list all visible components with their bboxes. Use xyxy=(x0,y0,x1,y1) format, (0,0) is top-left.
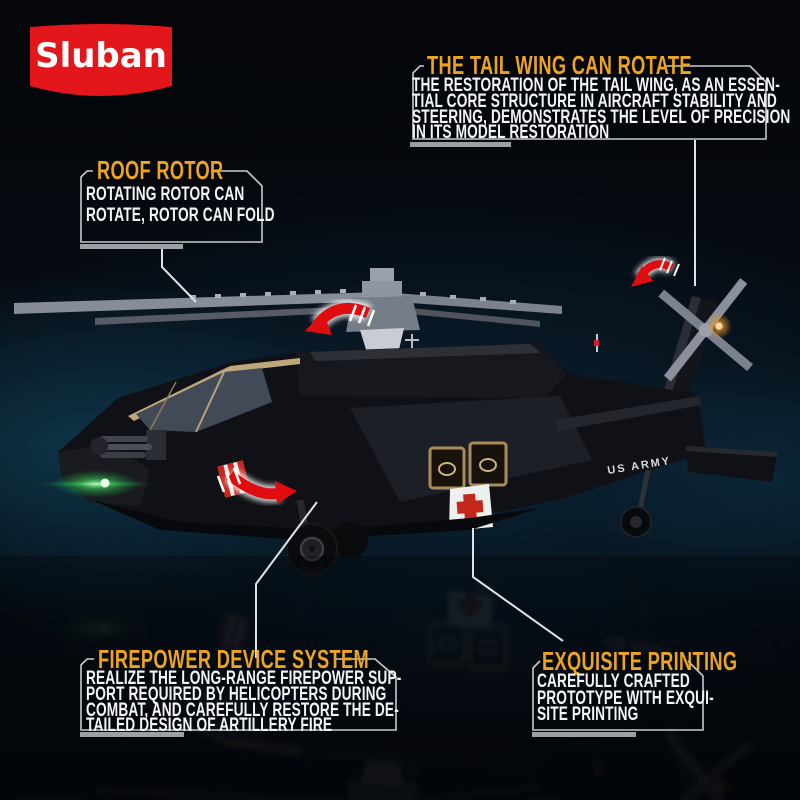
brand-logo-text: Sluban xyxy=(35,36,167,76)
callout-leader-lines xyxy=(161,140,696,658)
helicopter-model: US ARMY xyxy=(14,268,778,575)
gatling-gun xyxy=(90,430,166,460)
callout-exquisite-body: CAREFULLY CRAFTED PROTOTYPE WITH EXQUI- … xyxy=(537,671,714,725)
callout-tail-wing-body: THE RESTORATION OF THE TAIL WING, AS AN … xyxy=(412,75,791,144)
roof-rotor-frame xyxy=(80,170,263,243)
green-light xyxy=(36,470,156,498)
landing-gear xyxy=(286,469,652,575)
exquisite-leader-line xyxy=(472,528,564,642)
body-line: CAREFULLY CRAFTED xyxy=(537,671,690,692)
ground-fade xyxy=(0,556,800,800)
callout-firepower-body: REALIZE THE LONG-RANGE FIREPOWER SUP- PO… xyxy=(86,668,402,737)
main-rotor xyxy=(14,268,562,356)
body-line: THE RESTORATION OF THE TAIL WING, AS AN … xyxy=(412,75,780,96)
callout-frames xyxy=(80,65,767,731)
body-line: ROTATE, ROTOR CAN FOLD xyxy=(86,204,275,226)
body-line: STEERING, DEMONSTRATES THE LEVEL OF PREC… xyxy=(412,106,791,128)
tail-wing-frame xyxy=(412,65,767,140)
body-line: ROTATING ROTOR CAN xyxy=(86,184,245,205)
body-line: COMBAT, AND CAREFULLY RESTORE THE DE- xyxy=(86,699,399,721)
callout-underline-bars xyxy=(80,142,636,737)
body-line: REALIZE THE LONG-RANGE FIREPOWER SUP- xyxy=(86,668,402,689)
body-line: TAILED DESIGN OF ARTILLERY FIRE xyxy=(86,715,333,737)
roof-rotor-leader-line xyxy=(161,248,197,303)
firepower-frame xyxy=(80,658,397,731)
body-line: IN ITS MODEL RESTORATION xyxy=(412,122,610,144)
callout-roof-rotor-body: ROTATING ROTOR CAN ROTATE, ROTOR CAN FOL… xyxy=(86,184,275,226)
callout-exquisite-title: EXQUISITE PRINTING xyxy=(542,646,738,676)
tail-rotate-arrow-icon xyxy=(631,257,680,287)
body-line: TIAL CORE STRUCTURE IN AIRCRAFT STABILIT… xyxy=(412,90,777,112)
gun-rotate-arrow-icon xyxy=(216,467,297,504)
callout-firepower-title: FIREPOWER DEVICE SYSTEM xyxy=(98,644,369,674)
firepower-leader-line xyxy=(255,501,318,658)
callout-tail-wing-title: THE TAIL WING CAN ROTATE xyxy=(427,50,692,80)
body-line: SITE PRINTING xyxy=(537,704,639,725)
rotor-rotate-arrow-icon xyxy=(305,299,376,335)
brand-logo-banner xyxy=(30,24,172,96)
body-line: PROTOTYPE WITH EXQUI- xyxy=(537,687,714,709)
exquisite-frame xyxy=(532,660,704,731)
tail-rotor xyxy=(658,278,754,382)
callout-roof-rotor-title: ROOF ROTOR xyxy=(97,155,224,185)
body-line: PORT REQUIRED BY HELICOPTERS DURING xyxy=(86,683,387,705)
